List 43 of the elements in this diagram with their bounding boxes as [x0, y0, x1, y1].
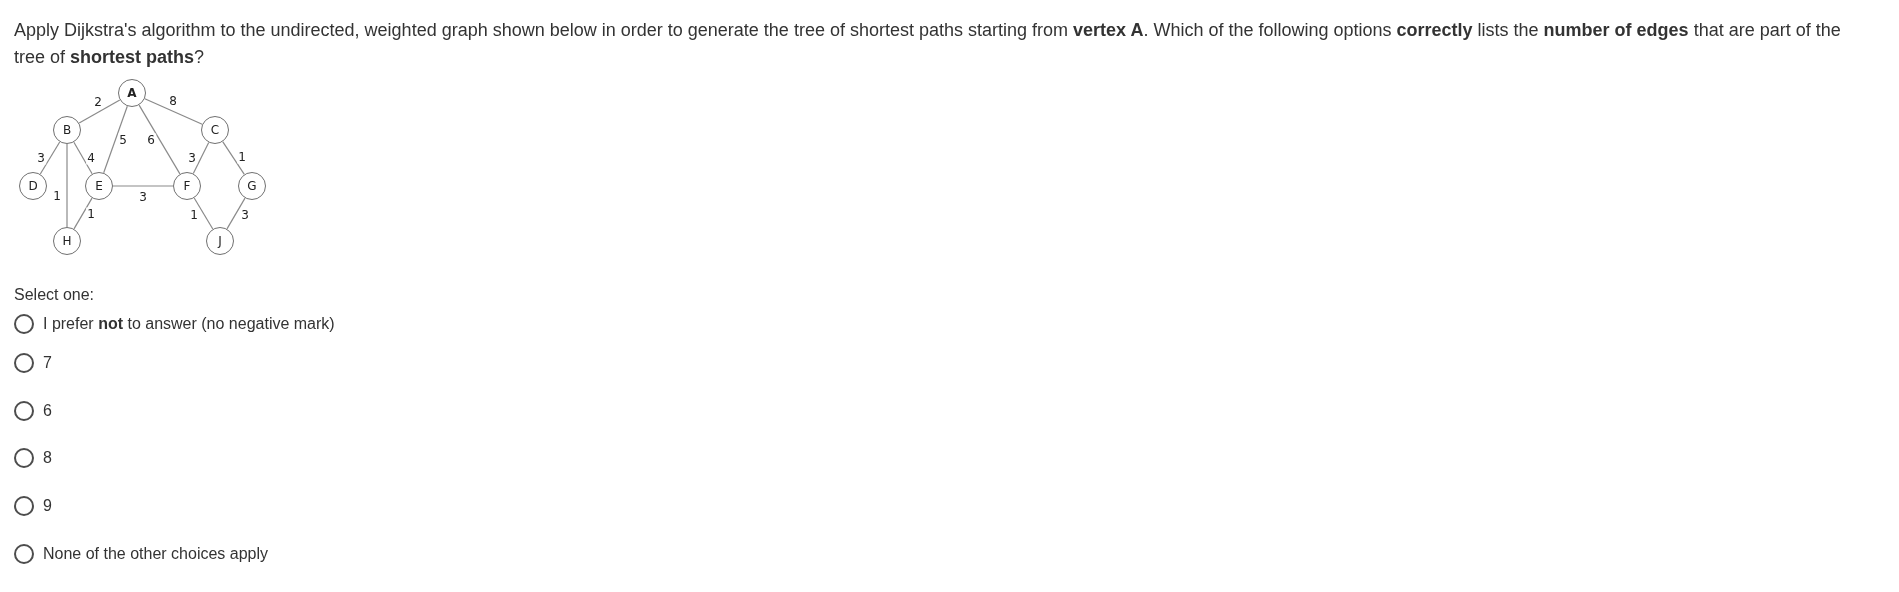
vertex-circle: A — [118, 79, 146, 107]
option-text: I prefer not to answer (no negative mark) — [43, 315, 335, 333]
edge-weight: 1 — [189, 208, 199, 222]
option-text: 9 — [43, 497, 52, 515]
edge-weight: 6 — [146, 133, 156, 147]
instruction-text: Select one: — [14, 286, 95, 304]
vertex-circle: B — [53, 116, 81, 144]
edge-weight: 3 — [36, 151, 46, 165]
option-text: None of the other choices apply — [43, 545, 269, 563]
graph-edge — [222, 141, 245, 175]
edge-weight: 1 — [86, 207, 96, 221]
vertex-circle: D — [19, 172, 47, 200]
vertex-circle: E — [85, 172, 113, 200]
vertex-circle: C — [201, 116, 229, 144]
edge-weight: 2 — [93, 95, 103, 109]
graph-edge — [78, 99, 121, 124]
graph-edge — [226, 197, 246, 230]
edge-weight: 4 — [86, 151, 96, 165]
edge-weight: 1 — [52, 189, 62, 203]
graph-edge — [138, 104, 181, 175]
edge-weight: 3 — [240, 208, 250, 222]
edge-weight: 8 — [168, 94, 178, 108]
question-text: Apply Dijkstra's algorithm to the undirected, weighted graph shown below in order to generate the tree of shortest paths starting from vertex A. Which of the following options correctly lists the number of edges that are part of the tree of shortest paths? — [14, 19, 1842, 69]
edge-weight: 1 — [237, 150, 247, 164]
option-text: 7 — [43, 354, 52, 372]
option-text: 8 — [43, 449, 52, 467]
graph-edge — [103, 105, 128, 174]
graph-edge — [73, 197, 93, 230]
graph-edge — [192, 141, 210, 175]
graph-edge — [73, 141, 93, 175]
vertex-circle: F — [173, 172, 201, 200]
vertex-circle: G — [238, 172, 266, 200]
graph-edge — [66, 143, 68, 228]
graph-edge — [112, 185, 174, 187]
edge-weight: 5 — [118, 133, 128, 147]
edge-weight: 3 — [187, 151, 197, 165]
graph-edge — [39, 141, 61, 175]
graph-edge — [193, 197, 214, 230]
vertex-circle: J — [206, 227, 234, 255]
vertex-circle: H — [53, 227, 81, 255]
option-text: 6 — [43, 402, 52, 420]
graph-edge — [144, 98, 203, 125]
edge-weight: 3 — [138, 190, 148, 204]
